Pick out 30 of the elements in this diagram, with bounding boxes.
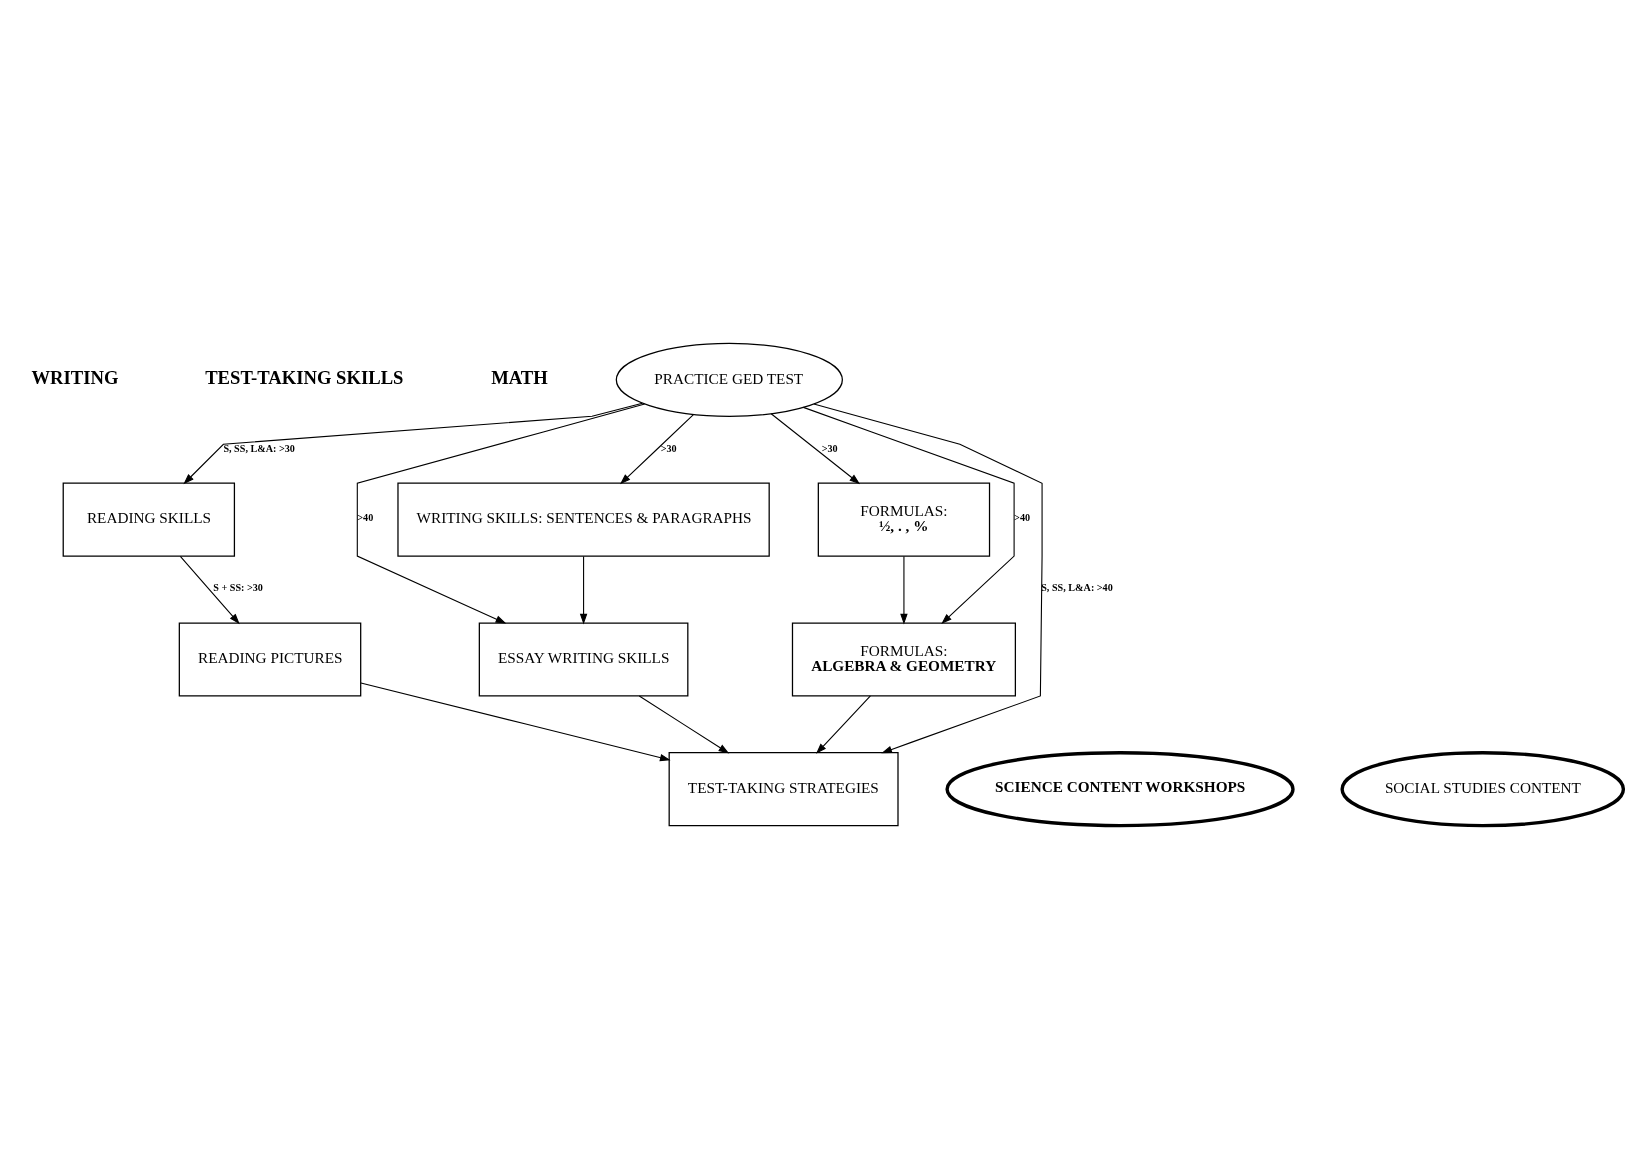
arrow bbox=[900, 555, 908, 625]
arrow bbox=[802, 406, 1015, 624]
arrow bbox=[638, 694, 730, 754]
node-ellipse: SOCIAL STUDIES CONTENT bbox=[1340, 750, 1626, 827]
edge-label: >30 bbox=[660, 442, 677, 454]
node-box: ESSAY WRITING SKILLS bbox=[478, 621, 689, 697]
edge-label: S + SS: >30 bbox=[213, 581, 263, 593]
arrow bbox=[816, 694, 871, 754]
arrow bbox=[579, 555, 588, 625]
label: WRITING bbox=[31, 366, 119, 388]
arrow bbox=[360, 681, 671, 761]
node-box: FORMULAS: ½, . , % bbox=[817, 482, 991, 557]
arrow bbox=[356, 402, 646, 624]
node-box: FORMULAS: ALGEBRA & GEOMETRY bbox=[791, 621, 1016, 697]
node-box: WRITING SKILLS: SENTENCES & PARAGRAPHS bbox=[397, 482, 770, 557]
arrow bbox=[619, 413, 695, 484]
node-box: READING SKILLS bbox=[62, 482, 236, 557]
arrow bbox=[770, 412, 861, 484]
node-ellipse: PRACTICE GED TEST bbox=[615, 342, 843, 417]
arrow bbox=[183, 402, 643, 484]
edge-label: >40 bbox=[357, 511, 374, 523]
node-box: READING PICTURES bbox=[178, 621, 362, 697]
node-ellipse: SCIENCE CONTENT WORKSHOPS bbox=[945, 750, 1295, 827]
node-box: TEST-TAKING STRATEGIES bbox=[668, 751, 899, 826]
label: TEST-TAKING SKILLS bbox=[205, 366, 404, 388]
edge-label: >30 bbox=[821, 442, 838, 454]
arrow bbox=[179, 555, 240, 624]
label: MATH bbox=[491, 366, 548, 388]
arrow bbox=[813, 402, 1043, 753]
edge-label: S, SS, L&A: >30 bbox=[223, 442, 295, 454]
